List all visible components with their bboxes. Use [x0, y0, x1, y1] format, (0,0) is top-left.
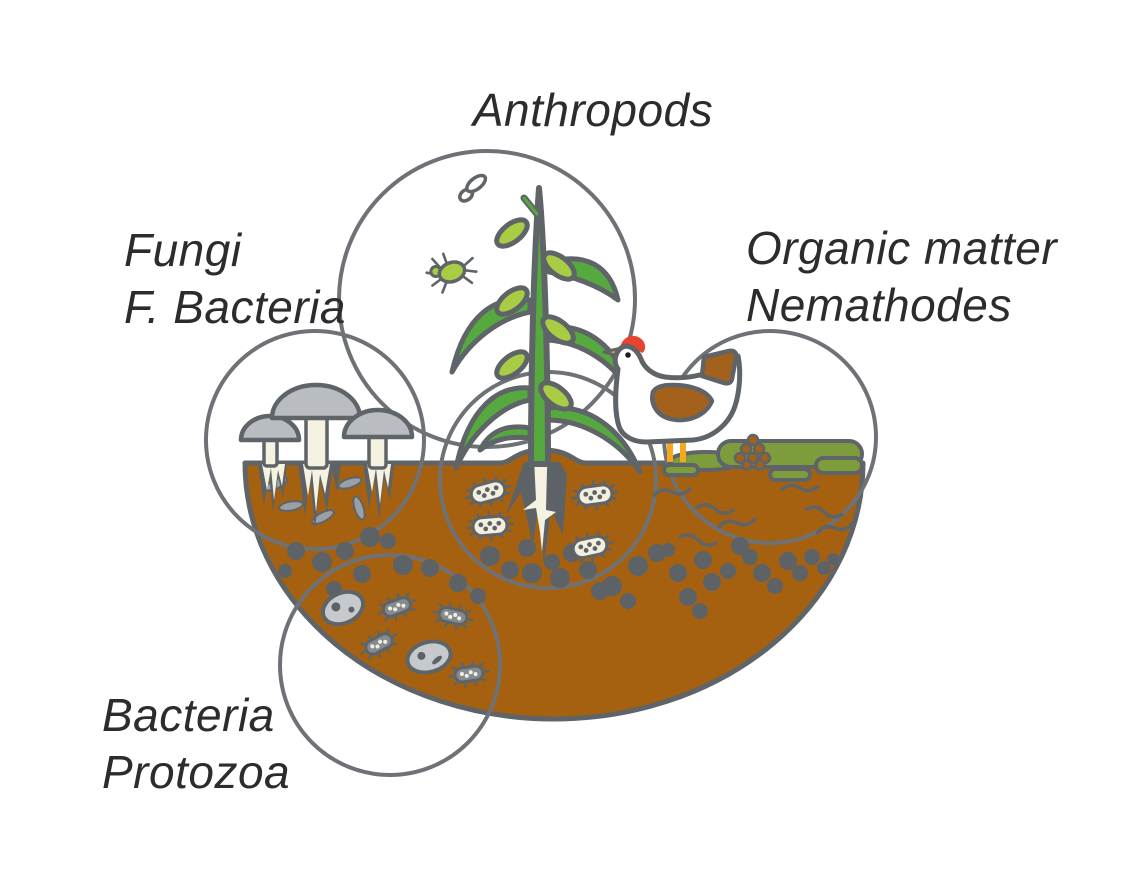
mushroom-icon: [238, 413, 302, 468]
droppings-icon: [733, 433, 772, 471]
plant-roots-icon: [506, 458, 567, 565]
label-organic-line1: Organic matter: [746, 222, 1058, 274]
label-organic-line2: Nemathodes: [746, 279, 1012, 331]
chicken-leg: [680, 428, 686, 462]
mushroom-icon: [269, 382, 363, 470]
corn-ear: [492, 347, 531, 383]
label-fungi-line2: F. Bacteria: [124, 281, 346, 333]
label-bacteria-line1: Bacteria: [102, 689, 275, 741]
soil-particles: [278, 527, 839, 619]
chicken-tail-patch: [699, 348, 739, 386]
focus-circle-fungi: [204, 329, 426, 551]
chicken-wing: [650, 382, 715, 423]
protozoan-icon: [405, 639, 453, 675]
label-bacteria-line2: Protozoa: [102, 746, 291, 798]
label-anthropods: Anthropods: [472, 84, 714, 136]
fly-icon: [458, 173, 488, 203]
organic-matter-icon: [662, 433, 864, 482]
chicken-comb: [620, 335, 646, 353]
label-organic-nemathodes: Organic matter Nemathodes: [746, 220, 1057, 334]
label-fungi-line1: Fungi: [124, 224, 242, 276]
mite-icon: [425, 252, 478, 294]
corn-ear: [492, 215, 531, 251]
label-fungi-bacteria: Fungi F. Bacteria: [124, 222, 346, 336]
focus-circle-bacteria: [278, 553, 502, 777]
label-bacteria-protozoa: Bacteria Protozoa: [102, 687, 290, 801]
chicken-icon: [602, 335, 743, 462]
protozoan-icon: [320, 589, 366, 627]
protozoa-icon: [320, 589, 453, 675]
plant-leaf: [545, 405, 643, 475]
mushroom-icon: [341, 407, 415, 470]
chicken-leg: [667, 428, 673, 462]
mushrooms-icon: [238, 382, 415, 530]
plant-stalk-icon: [449, 185, 643, 475]
chicken-eye: [625, 352, 631, 358]
plant-leaf: [453, 385, 533, 471]
mycelium-icon: [258, 464, 394, 530]
plant-leaf: [477, 424, 533, 453]
